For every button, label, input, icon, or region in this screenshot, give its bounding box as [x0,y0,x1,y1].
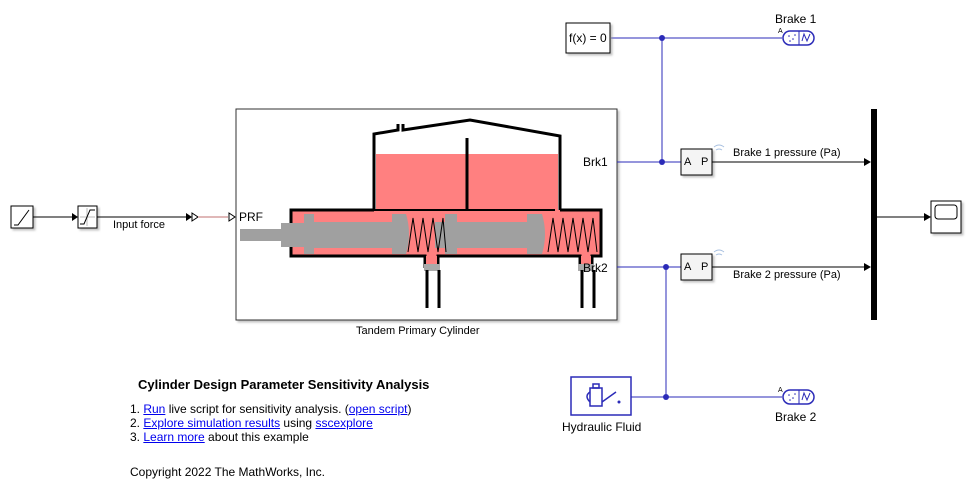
item-text: ) [407,402,412,416]
port-brk1-label: Brk1 [583,155,608,169]
annotation-item: 3. Learn more about this example [130,430,411,444]
sscexplore-link[interactable]: sscexplore [315,416,373,430]
item-number: 3. [130,430,144,444]
run-link[interactable]: Run [143,402,166,416]
port-prf-label: PRF [239,210,263,224]
annotation-list: 1. Run live script for sensitivity analy… [130,402,411,444]
sensor1-port-p: P [701,156,709,168]
brake1-pressure-label: Brake 1 pressure (Pa) [733,147,841,159]
brake2-pressure-label: Brake 2 pressure (Pa) [733,269,841,281]
scope-block[interactable] [930,200,962,234]
brake1-block[interactable] [782,30,815,46]
pressure-sensor-1-block[interactable] [680,144,725,176]
annotation-item: 2. Explore simulation results using ssce… [130,416,411,430]
pressure-sensor-2-block[interactable] [680,249,725,281]
sensor2-port-p: P [701,261,709,273]
sensor2-port-a: A [684,261,692,273]
solver-configuration-block[interactable] [565,22,611,54]
mux-block[interactable] [871,109,877,320]
annotation-title: Cylinder Design Parameter Sensitivity An… [138,377,430,392]
open-script-link[interactable]: open script [348,402,408,416]
solver-label: f(x) = 0 [569,31,607,45]
tandem-primary-cylinder-block[interactable] [235,108,618,321]
ramp-icon [14,209,30,226]
learn-more-link[interactable]: Learn more [143,430,205,444]
item-text: live script for sensitivity analysis. ( [165,402,349,416]
saturation-icon [80,209,95,225]
scope-icon [934,204,958,220]
brake2-port-label: A [778,387,783,394]
wireless-icon [713,249,725,256]
brake2-label: Brake 2 [775,410,817,424]
explore-results-link[interactable]: Explore simulation results [143,416,281,430]
hydraulic-fluid-label: Hydraulic Fluid [562,420,642,434]
hydraulic-fluid-block[interactable] [570,376,632,416]
brake1-port-label: A [778,28,783,35]
item-text: about this example [204,430,309,444]
cylinder-label: Tandem Primary Cylinder [356,325,480,337]
sensor1-port-a: A [684,156,692,168]
saturation-block[interactable] [77,205,98,229]
copyright-text: Copyright 2022 The MathWorks, Inc. [130,465,325,479]
annotation-item: 1. Run live script for sensitivity analy… [130,402,411,416]
item-number: 2. [130,416,144,430]
brake1-label: Brake 1 [775,12,817,26]
oil-can-icon [586,383,617,407]
port-brk2-label: Brk2 [583,261,608,275]
item-number: 1. [130,402,144,416]
ramp-block[interactable] [10,205,34,229]
brake2-block[interactable] [782,389,815,405]
input-force-label: Input force [113,219,165,231]
wireless-icon [713,144,725,151]
item-text: using [280,416,316,430]
